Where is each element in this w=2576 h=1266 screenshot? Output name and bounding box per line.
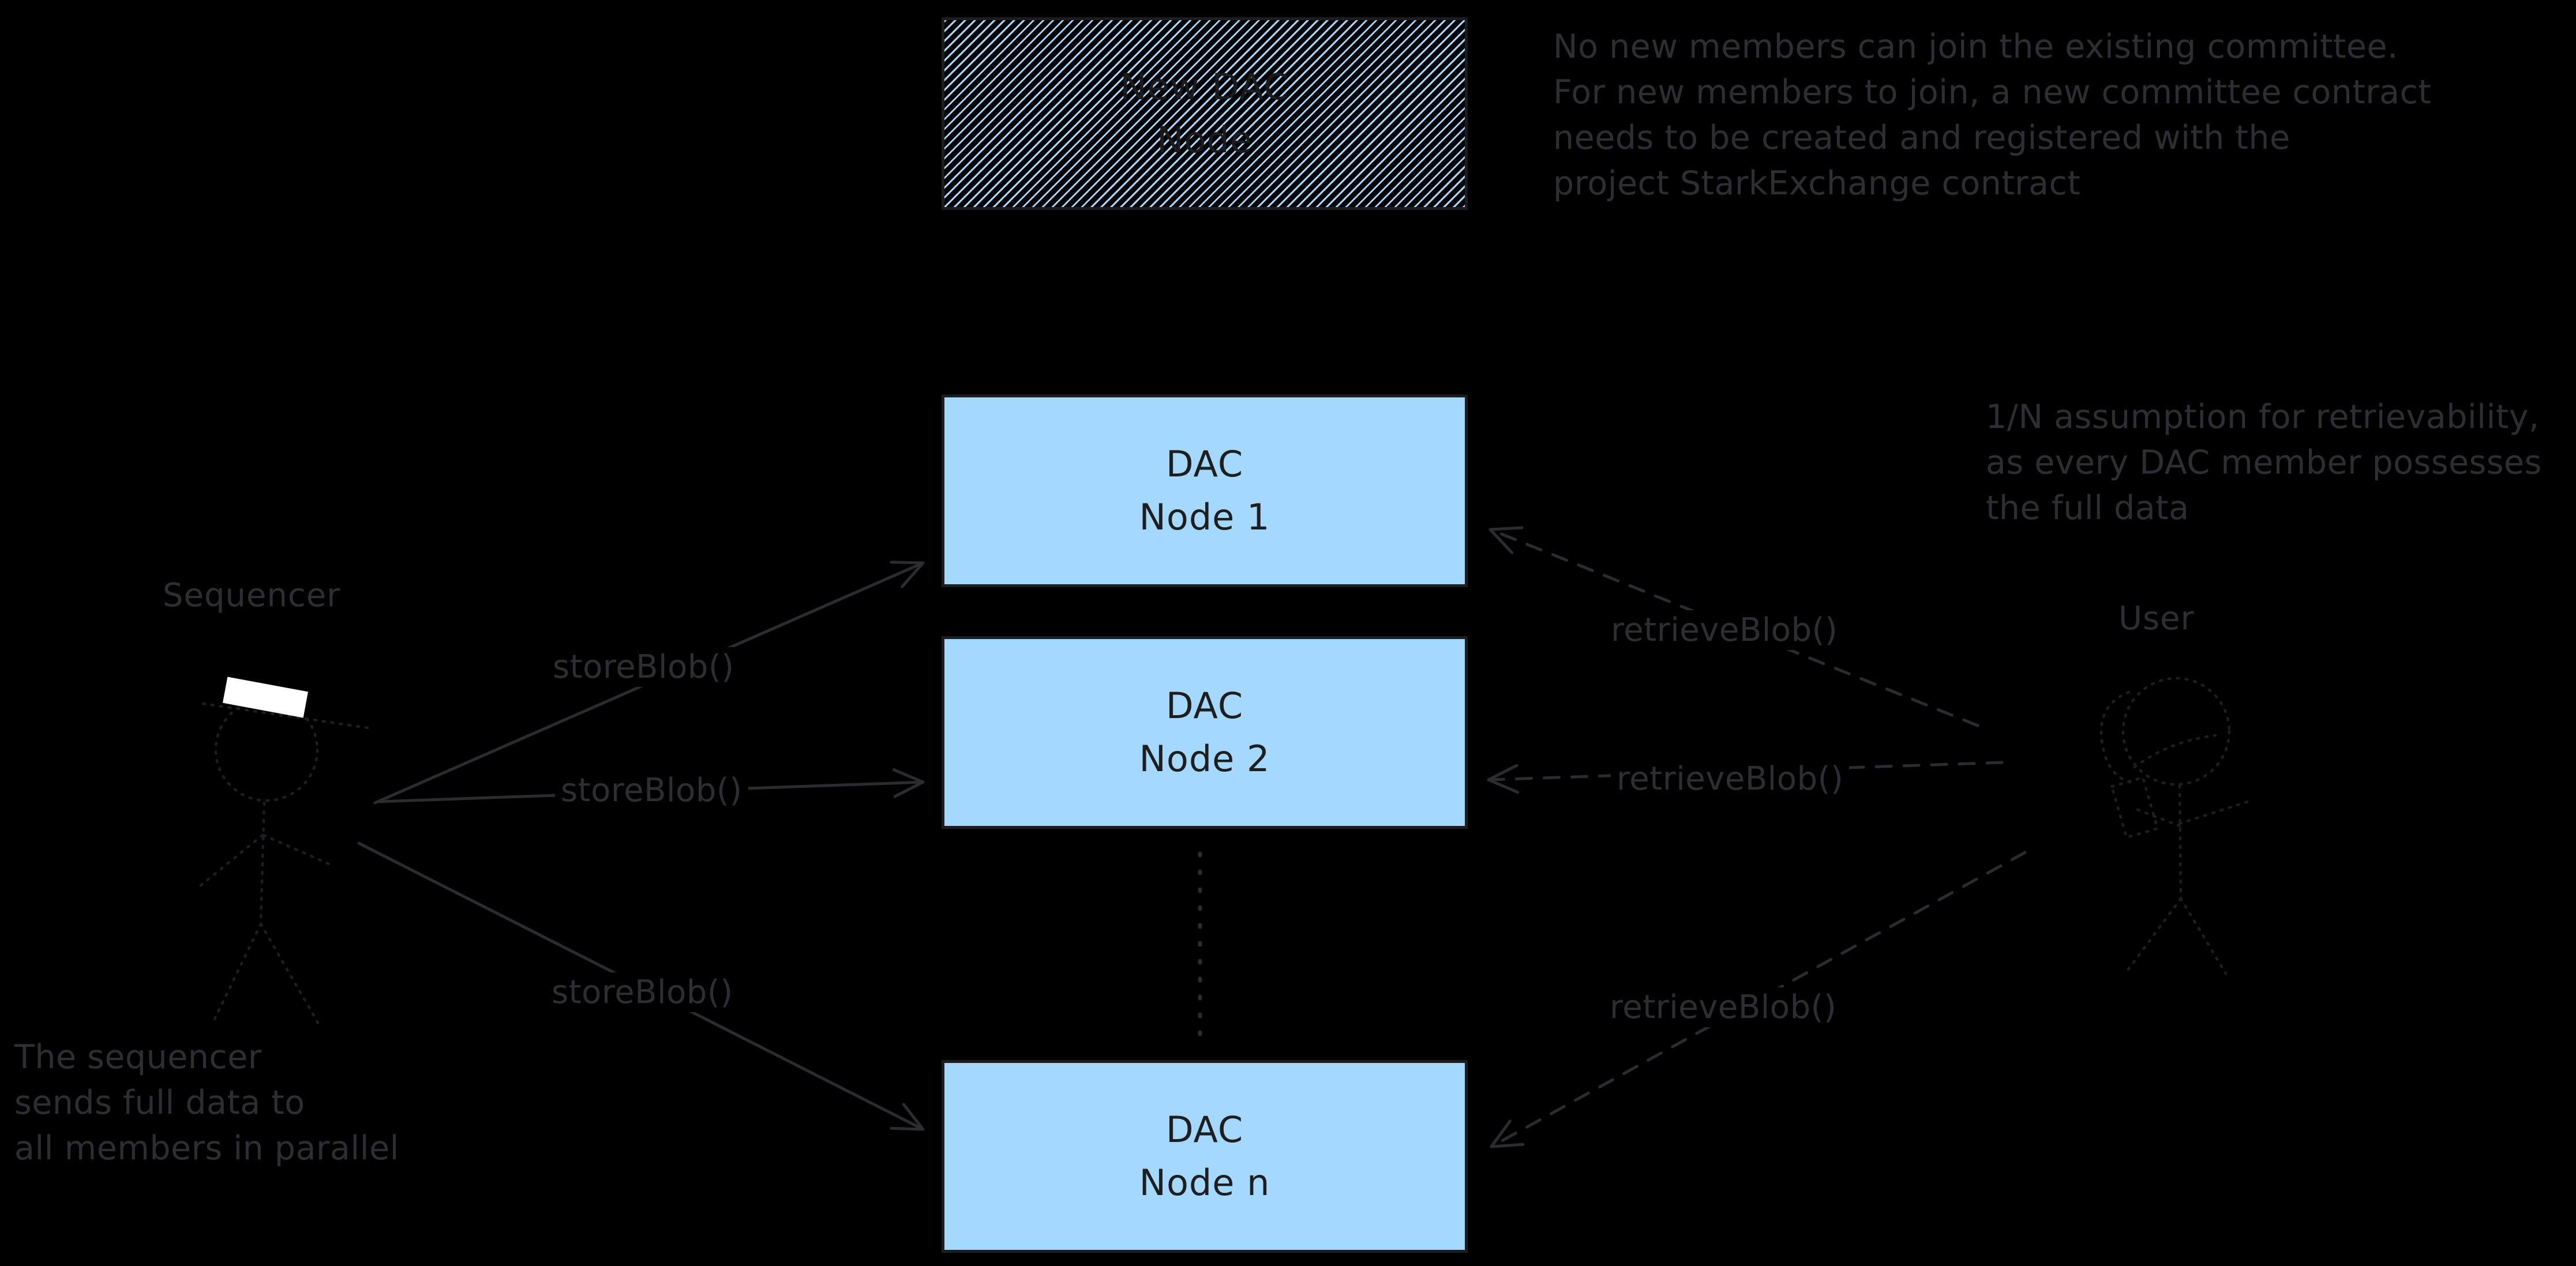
committee-note-line: No new members can join the existing com…	[1553, 28, 2398, 66]
retrievability-note: 1/N assumption for retrievability, as ev…	[1986, 395, 2542, 531]
retrieveblob-label-3: retrieveBlob()	[1604, 987, 1843, 1027]
sequencer-stick-figure-icon	[196, 677, 370, 1028]
dac-node-1-label-line2: Node 1	[1139, 496, 1270, 538]
dac-node-2-label-line2: Node 2	[1139, 738, 1270, 780]
dac-node-1-label-line1: DAC	[1165, 442, 1244, 485]
retrievability-note-line: the full data	[1986, 489, 2189, 527]
committee-note-line: For new members to join, a new committee…	[1553, 73, 2432, 111]
parallel-note-line: sends full data to	[14, 1084, 305, 1122]
dac-node-2-label-line1: DAC	[1165, 684, 1244, 727]
user-label: User	[2118, 600, 2195, 637]
dac-node-1-box: DAC Node 1	[942, 395, 1468, 587]
new-dac-node-label-line1: New DAC	[1120, 65, 1289, 108]
new-dac-node-box: New DAC Node	[942, 17, 1468, 210]
retrievability-note-line: 1/N assumption for retrievability,	[1986, 398, 2540, 436]
user-stick-figure-icon	[2099, 677, 2253, 975]
parallel-note: The sequencer sends full data to all mem…	[14, 1035, 399, 1171]
retrieveblob-label-1: retrieveBlob()	[1605, 610, 1844, 650]
dac-node-n-label-line2: Node n	[1139, 1162, 1270, 1204]
dac-node-n-label-line1: DAC	[1165, 1108, 1244, 1151]
storeblob-label-3: storeBlob()	[546, 972, 739, 1012]
committee-note-line: needs to be created and registered with …	[1553, 119, 2290, 157]
dac-node-n-box: DAC Node n	[942, 1060, 1468, 1253]
parallel-note-line: all members in parallel	[14, 1129, 399, 1167]
dac-node-2-box: DAC Node 2	[942, 636, 1468, 829]
retrieveblob-label-2: retrieveBlob()	[1611, 759, 1850, 799]
parallel-note-line: The sequencer	[14, 1038, 262, 1076]
sequencer-label: Sequencer	[163, 577, 341, 614]
committee-note-line: project StarkExchange contract	[1553, 164, 2081, 202]
storeblob-label-2: storeBlob()	[555, 771, 748, 810]
sequencer-hat	[222, 677, 309, 718]
new-dac-node-label-line2: Node	[1157, 119, 1253, 161]
committee-note: No new members can join the existing com…	[1553, 24, 2431, 206]
storeblob-label-1: storeBlob()	[547, 647, 740, 687]
retrievability-note-line: as every DAC member possesses	[1986, 444, 2542, 482]
user-phone-icon	[2110, 776, 2159, 839]
